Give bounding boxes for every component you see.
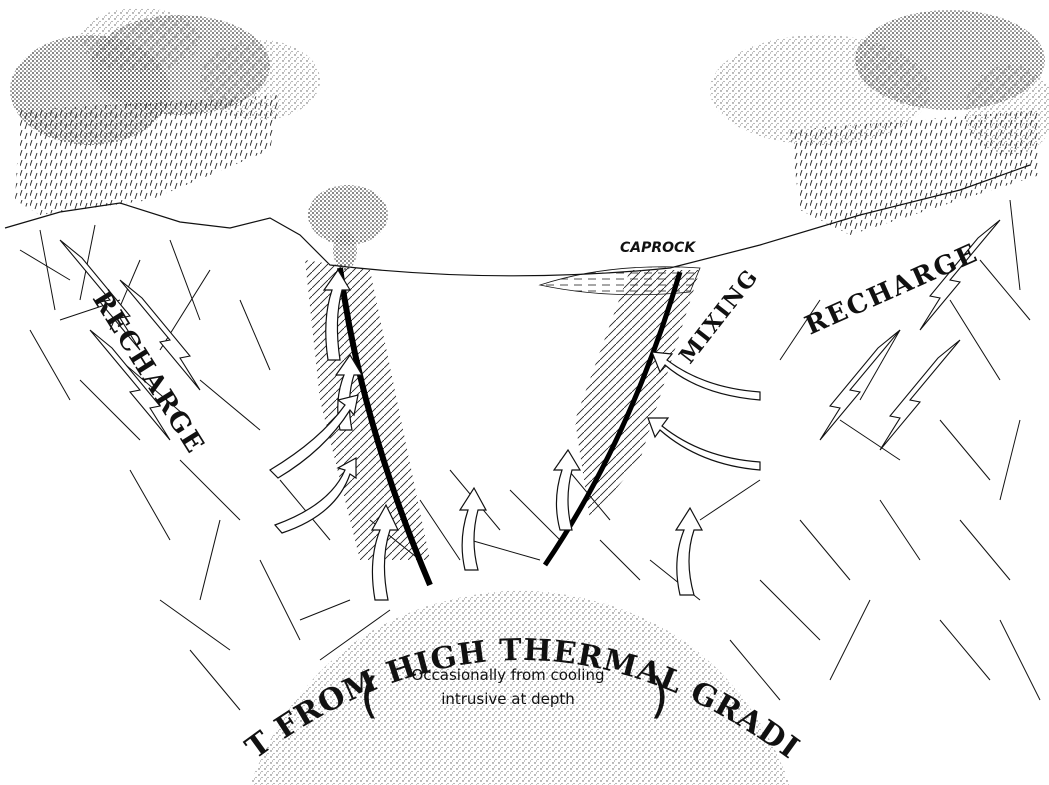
heat-note-paren-open: ( [360, 668, 379, 724]
heat-note-paren-close: ) [650, 668, 669, 724]
right-rain-icon [790, 110, 1040, 235]
left-rain-icon [15, 95, 280, 215]
fractured-rock-right [650, 200, 1040, 700]
caprock-label: CAPROCK [620, 240, 696, 256]
heat-note-line1: Occasionally from cooling [412, 666, 605, 684]
heat-note-line2: intrusive at depth [441, 690, 575, 708]
recharge-right-label: RECHARGE [801, 238, 984, 341]
steam-plume-icon [308, 185, 388, 270]
